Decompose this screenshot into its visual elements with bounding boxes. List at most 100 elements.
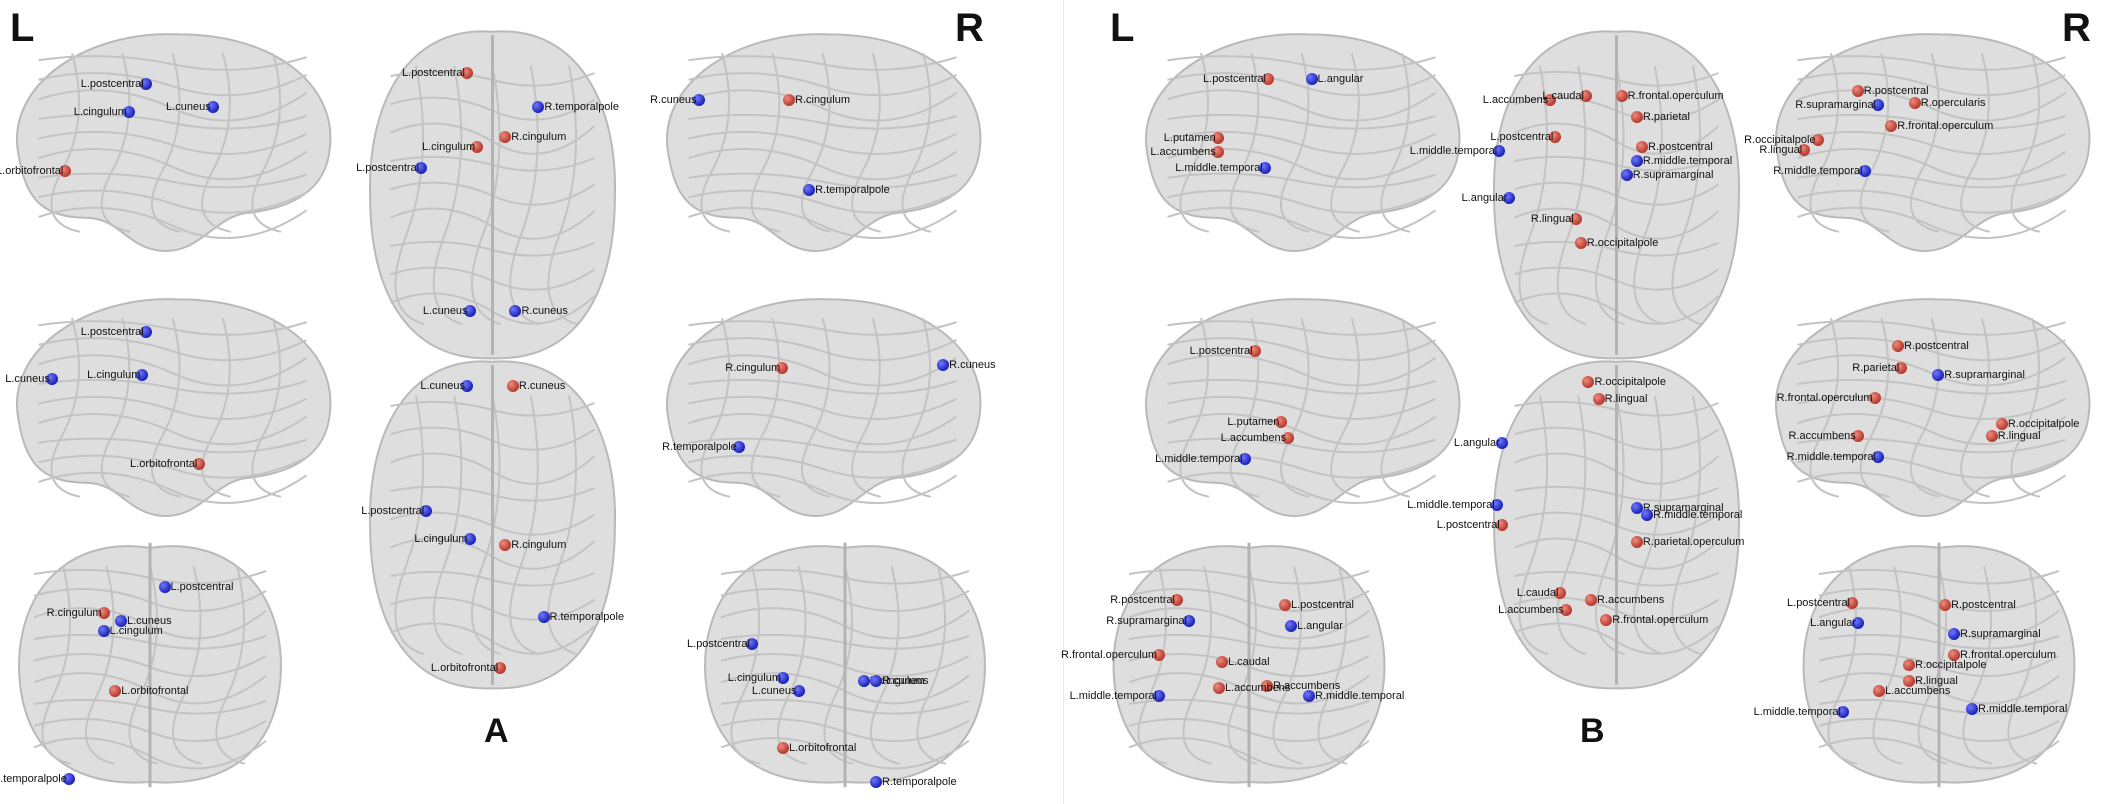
gyrus-line <box>547 395 578 656</box>
node-marker <box>109 685 122 697</box>
node-label: L.angular <box>1810 617 1856 630</box>
node-marker <box>783 94 795 107</box>
node-marker <box>45 373 58 386</box>
node-label: R.supramarginal <box>1960 627 2041 640</box>
node-marker <box>1554 587 1567 599</box>
node-marker <box>1248 345 1261 358</box>
node-label: R.postcentral <box>1863 84 1929 97</box>
node-marker <box>420 505 433 518</box>
gyrus-line <box>38 337 307 362</box>
node-label: R.lingual <box>1997 429 2041 442</box>
node-label: R.lingual <box>1604 393 1648 406</box>
brain-outline <box>666 298 982 517</box>
gyrus-line <box>700 52 731 233</box>
gyrus-line <box>38 454 307 479</box>
node-label: R.supramarginal <box>1106 614 1187 627</box>
gyrus-line <box>1167 354 1437 387</box>
gyrus-line <box>1797 89 2067 122</box>
gyrus-line <box>688 337 957 362</box>
gyrus-line <box>1909 317 1940 498</box>
node-label: R.middle.temporal <box>1642 155 1733 167</box>
node-label: R.cingulum <box>725 361 781 374</box>
node-label: L.middle.temporal <box>1069 690 1157 703</box>
gyrus-line <box>1797 72 2066 97</box>
gyrus-line <box>1167 148 1437 181</box>
node-label: R.cingulum <box>511 131 567 144</box>
gyrus-line <box>38 437 307 454</box>
gyrus-line <box>470 395 501 656</box>
node-label: L.putamen <box>1163 131 1216 144</box>
node-label: L.angular <box>1461 192 1508 205</box>
node-marker <box>1851 429 1864 442</box>
gyrus-line <box>251 52 282 233</box>
gyrus-line <box>432 395 463 656</box>
node-marker <box>1895 361 1908 374</box>
node-label: L.putamen <box>1227 415 1280 428</box>
node-marker <box>1544 93 1557 106</box>
node-marker <box>1630 155 1643 167</box>
node-label: L.cingulum <box>422 141 476 154</box>
node-label: L.cingulum <box>87 368 141 381</box>
node-label: R.occipitalpole <box>1594 376 1666 389</box>
node-marker <box>1939 599 1951 612</box>
node-label: R.cingulum <box>511 539 567 552</box>
gyrus-line <box>1633 395 1664 656</box>
node-label: R.cuneus <box>650 94 697 107</box>
gyrus-line <box>50 317 81 498</box>
node-label: L.orbitofrontal <box>430 661 499 674</box>
node-marker <box>499 539 512 552</box>
gyrus-line <box>1797 55 2066 71</box>
gyrus-line <box>1182 565 1213 765</box>
node-marker <box>1885 120 1898 133</box>
node-label: R.lingual <box>1759 143 1803 156</box>
gyrus-line <box>1556 65 1587 326</box>
node-label: R.accumbens <box>1273 679 1341 692</box>
gyrus-line <box>38 471 308 505</box>
gyrus-line <box>1859 52 1890 233</box>
gyrus-line <box>100 317 131 498</box>
gyrus-line <box>201 317 231 498</box>
node-marker <box>1995 417 2008 430</box>
node-label: L.cingulum <box>109 625 163 638</box>
gyrus-line <box>38 354 308 387</box>
gyrus-line <box>688 437 957 454</box>
node-label: R.supramarginal <box>1642 502 1724 514</box>
node-marker <box>1620 168 1633 181</box>
gyrus-line <box>1167 413 1437 446</box>
node-label: L.cuneus <box>166 101 211 114</box>
node-marker <box>1630 110 1643 123</box>
gyrus-line <box>1960 317 1990 498</box>
node-label: L.accumbens <box>1225 682 1291 695</box>
gyrus-line <box>688 354 958 387</box>
node-label: R.postcentral <box>1951 599 2016 612</box>
node-marker <box>136 368 149 381</box>
gyrus-line <box>150 52 181 233</box>
gyrus-line <box>1518 395 1549 656</box>
gyrus-line <box>1797 354 2067 387</box>
node-label: R.middle.temporal <box>1653 508 1743 521</box>
node-marker <box>1211 131 1224 144</box>
node-marker <box>937 359 950 372</box>
node-label: R.cuneus <box>521 304 568 317</box>
node-marker <box>1948 648 1960 661</box>
node-marker <box>193 457 206 470</box>
node-marker <box>139 77 152 90</box>
node-marker <box>1858 164 1871 177</box>
node-marker <box>1932 368 1945 381</box>
gyrus-line <box>800 52 831 233</box>
node-marker <box>1985 429 1998 442</box>
node-marker <box>1851 84 1864 97</box>
gyrus-line <box>1167 72 1436 97</box>
gyrus-line <box>470 65 501 326</box>
gyrus-line <box>2010 52 2041 233</box>
node-marker <box>1630 536 1643 548</box>
node-marker <box>1211 145 1224 158</box>
right-hemisphere-label: R <box>955 6 984 50</box>
